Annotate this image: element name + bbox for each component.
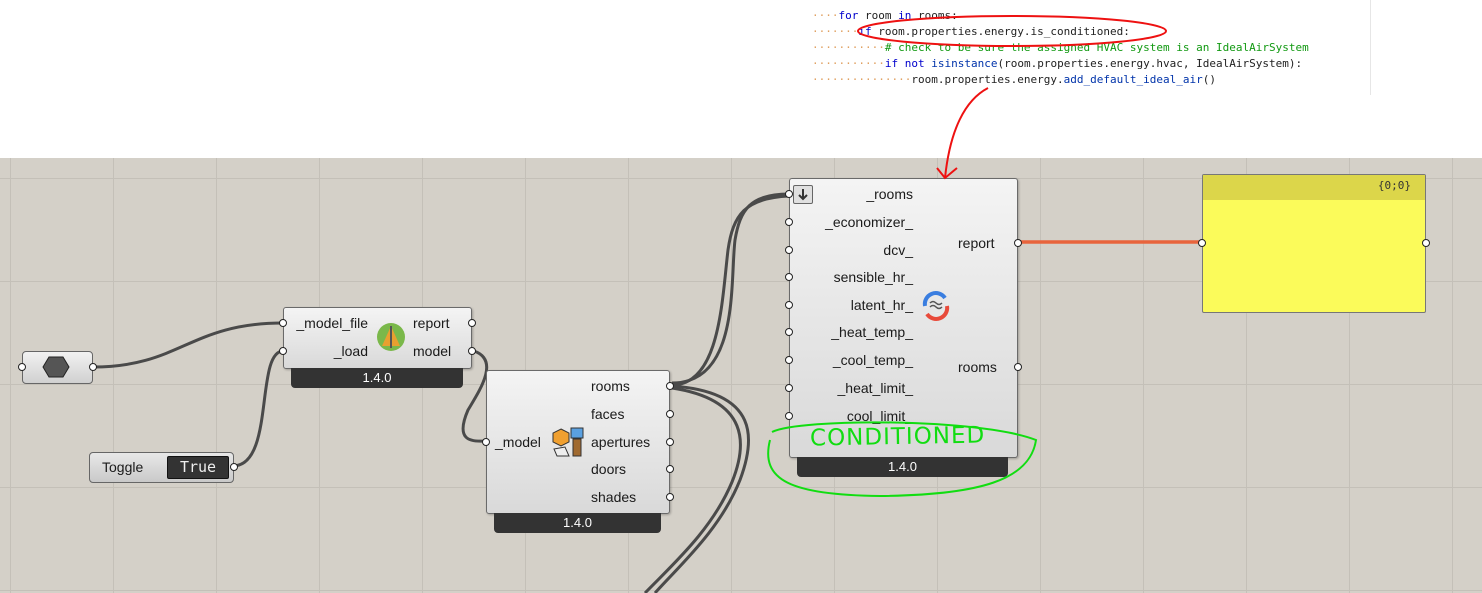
output-grip[interactable] <box>666 438 674 446</box>
output-grip[interactable] <box>666 493 674 501</box>
input-dcv[interactable]: dcv_ <box>883 242 913 258</box>
hexagon-icon <box>42 356 70 378</box>
input-grip[interactable] <box>1198 239 1206 247</box>
load-model-icon <box>377 323 405 351</box>
input-cool-limit[interactable]: cool_limit_ <box>846 408 913 424</box>
panel-branch-index: {0;0} <box>1377 179 1411 192</box>
input-grip[interactable] <box>482 438 490 446</box>
output-doors[interactable]: doors <box>591 461 627 477</box>
code-line: ····for room in rooms: <box>812 9 958 22</box>
input-heat-limit[interactable]: _heat_limit_ <box>837 380 914 396</box>
input-grip[interactable] <box>785 190 793 198</box>
output-panel[interactable]: {0;0} <box>1198 174 1430 313</box>
input-cool-temp[interactable]: _cool_temp_ <box>832 352 913 368</box>
input-grip[interactable] <box>18 363 26 371</box>
enable-toggle[interactable] <box>793 185 813 204</box>
output-faces[interactable]: faces <box>591 406 625 422</box>
boolean-toggle[interactable]: Toggle True <box>89 452 238 483</box>
output-grip[interactable] <box>89 363 97 371</box>
output-grip[interactable] <box>468 347 476 355</box>
load-model-component[interactable]: _model_file _load report model <box>279 307 476 369</box>
input-grip[interactable] <box>785 412 793 420</box>
code-line: ···········# check to be sure the assign… <box>812 41 1309 54</box>
version-label: 1.4.0 <box>797 457 1008 477</box>
toggle-label: Toggle <box>102 459 144 475</box>
input-grip[interactable] <box>279 347 287 355</box>
version-label: 1.4.0 <box>291 368 463 388</box>
output-grip[interactable] <box>1422 239 1430 247</box>
conditioned-annotation: CONDITIONED <box>809 422 986 452</box>
input-heat-temp[interactable]: _heat_temp_ <box>831 324 913 340</box>
code-divider <box>1370 0 1371 95</box>
code-line: ···············room.properties.energy.ad… <box>812 73 1216 86</box>
input-rooms[interactable]: _rooms <box>866 186 913 202</box>
code-line: ···········if not isinstance(room.proper… <box>812 57 1303 70</box>
output-apertures[interactable]: apertures <box>591 434 651 450</box>
input-economizer[interactable]: _economizer_ <box>825 214 913 230</box>
output-grip[interactable] <box>230 463 238 471</box>
deconstruct-model-component[interactable]: _model rooms faces apertures doors shade… <box>482 370 674 514</box>
version-label: 1.4.0 <box>494 513 661 533</box>
input-model-file[interactable]: _model_file <box>296 315 368 331</box>
code-snippet: ····for room in rooms: ·······if room.pro… <box>812 8 1309 88</box>
toggle-value[interactable]: True <box>167 456 229 479</box>
input-grip[interactable] <box>785 301 793 309</box>
output-grip[interactable] <box>1014 239 1022 247</box>
input-grip[interactable] <box>279 319 287 327</box>
output-grip[interactable] <box>666 382 674 390</box>
input-load[interactable]: _load <box>333 343 368 359</box>
input-grip[interactable] <box>785 328 793 336</box>
output-grip[interactable] <box>468 319 476 327</box>
arrow-down-icon <box>798 189 808 201</box>
deconstruct-model-icon <box>552 427 584 457</box>
panel-header: {0;0} <box>1203 175 1425 200</box>
input-grip[interactable] <box>785 273 793 281</box>
input-grip[interactable] <box>785 246 793 254</box>
input-model[interactable]: _model <box>495 434 541 450</box>
output-grip[interactable] <box>666 410 674 418</box>
output-shades[interactable]: shades <box>591 489 637 505</box>
input-latent-hr[interactable]: latent_hr_ <box>850 297 913 313</box>
output-rooms[interactable]: rooms <box>591 378 630 394</box>
output-rooms[interactable]: rooms <box>958 359 997 375</box>
input-grip[interactable] <box>785 356 793 364</box>
geometry-param[interactable] <box>18 351 97 384</box>
output-report[interactable]: report <box>413 315 450 331</box>
output-report[interactable]: report <box>958 235 995 251</box>
ideal-air-component[interactable]: _rooms _economizer_ dcv_ sensible_hr_ la… <box>785 178 1022 458</box>
code-line: ·······if room.properties.energy.is_cond… <box>812 25 1130 38</box>
input-grip[interactable] <box>785 384 793 392</box>
ideal-air-icon <box>922 291 950 321</box>
input-grip[interactable] <box>785 218 793 226</box>
input-sensible-hr[interactable]: sensible_hr_ <box>833 269 913 285</box>
output-model[interactable]: model <box>413 343 452 359</box>
output-grip[interactable] <box>666 465 674 473</box>
output-grip[interactable] <box>1014 363 1022 371</box>
